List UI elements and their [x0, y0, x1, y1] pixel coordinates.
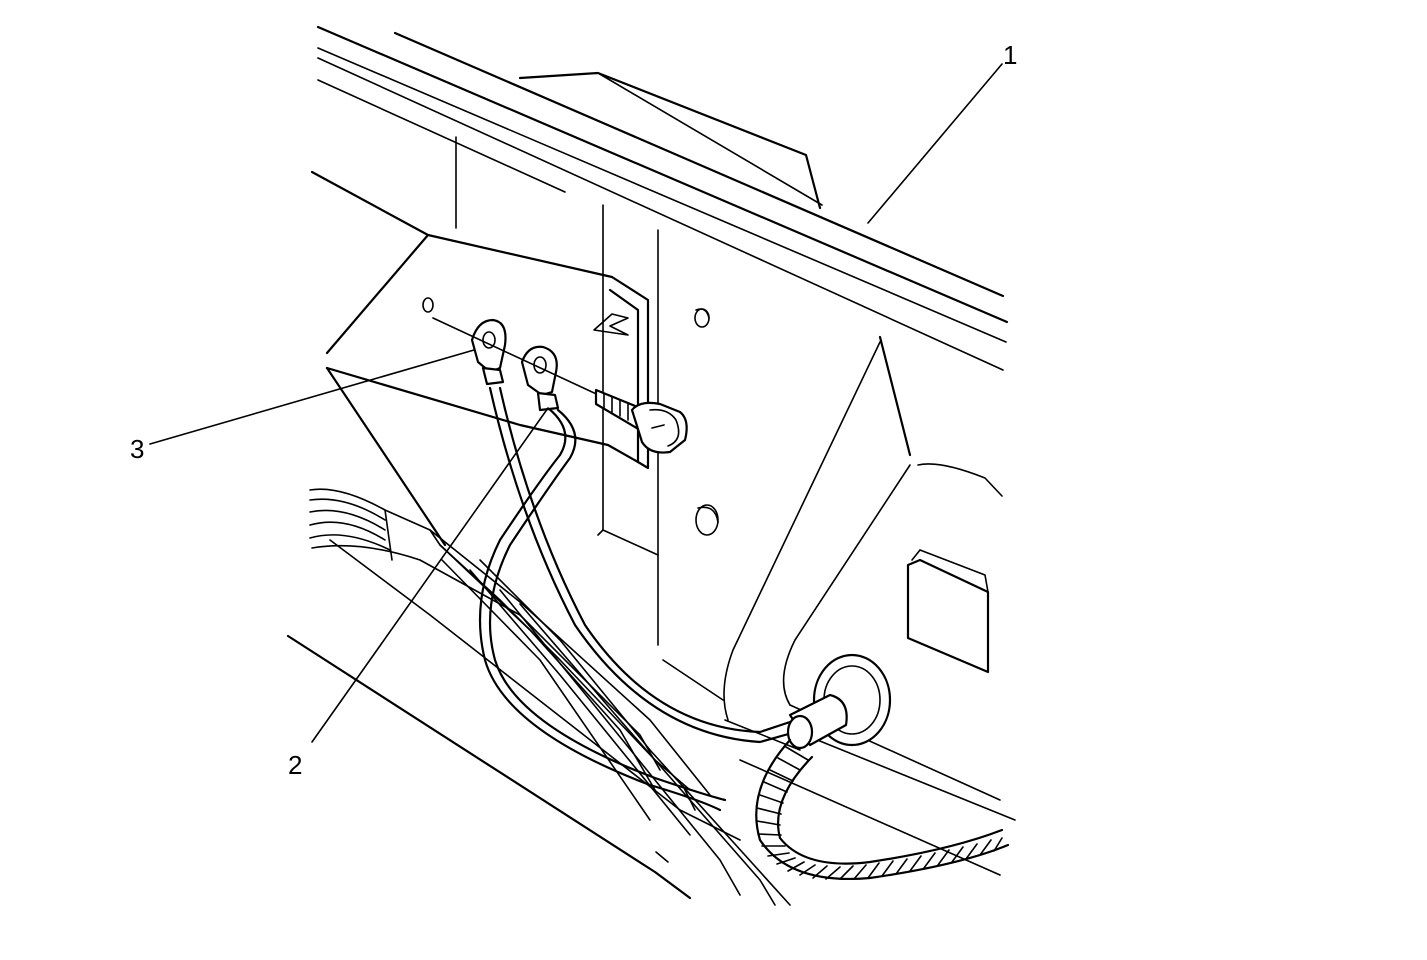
mounting-bracket: [310, 170, 650, 547]
leader-line-2: [311, 407, 549, 743]
cable-2: [478, 406, 727, 812]
callout-1: 1: [1003, 40, 1018, 70]
ring-terminal-3: [470, 318, 507, 386]
grommet: [786, 653, 892, 750]
callout-2: 2: [288, 750, 303, 780]
bolt: [432, 317, 688, 454]
leader-lines: [149, 63, 1003, 743]
panel-holes: [694, 308, 719, 536]
lower-trim: [286, 634, 1016, 900]
leader-line-3: [149, 349, 475, 445]
body-rail: [316, 25, 1009, 371]
ring-terminal-2: [520, 345, 560, 412]
leader-line-1: [867, 63, 1003, 224]
panel-cutout: [906, 549, 990, 674]
callout-3: 3: [130, 434, 145, 464]
cable-3: [488, 386, 794, 744]
wire-harness: [309, 488, 791, 906]
harness-conduit: [755, 738, 1010, 880]
